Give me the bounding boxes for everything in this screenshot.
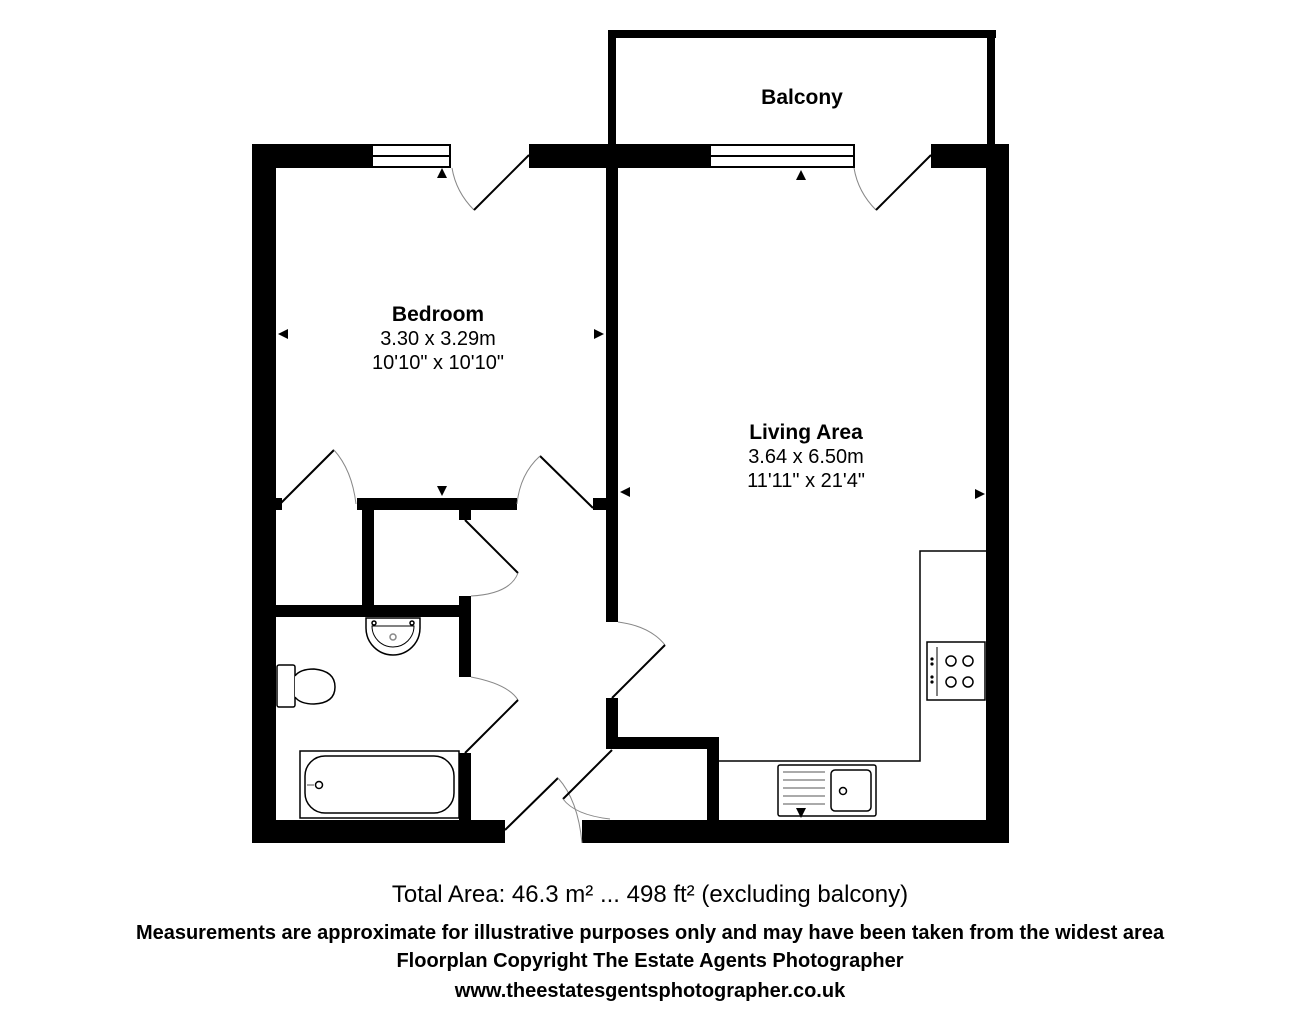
room-dimension-imperial: 10'10" x 10'10" (372, 352, 504, 375)
door-icon (611, 621, 666, 699)
kitchen-sink-icon (777, 764, 877, 818)
room-label-balcony: Balcony (761, 85, 843, 110)
room-label-living-area: Living Area 3.64 x 6.50m 11'11" x 21'4" (747, 420, 865, 493)
room-label-bedroom: Bedroom 3.30 x 3.29m 10'10" x 10'10" (372, 302, 504, 375)
balcony-outline (608, 30, 996, 146)
room-name: Balcony (761, 86, 843, 109)
copyright: Floorplan Copyright The Estate Agents Ph… (396, 950, 904, 972)
total-area: Total Area: 46.3 m² ... 498 ft² (excludi… (391, 881, 909, 908)
hob-icon (926, 641, 986, 701)
bath-icon (299, 750, 460, 819)
window-icon (709, 144, 855, 180)
disclaimer: Measurements are approximate for illustr… (135, 922, 1165, 944)
floorplan (252, 30, 1009, 844)
door-icon (279, 449, 357, 505)
toilet-icon (276, 664, 336, 708)
door-icon (451, 154, 530, 211)
room-dimension-imperial: 11'11" x 21'4" (747, 470, 865, 493)
kitchen-counter (719, 550, 986, 762)
sink-icon (365, 617, 421, 656)
door-icon (516, 455, 594, 509)
door-icon (464, 519, 519, 597)
website: www.theestatesgentsphotographer.co.uk (454, 980, 846, 1002)
door-icon (853, 154, 932, 211)
door-icon (464, 676, 519, 754)
outer-walls (252, 144, 1009, 843)
measurement-arrows (278, 329, 985, 499)
room-dimension-metric: 3.30 x 3.29m (380, 328, 496, 351)
room-name: Living Area (749, 421, 863, 444)
entrance-door-icon (504, 749, 613, 844)
interior-walls (276, 144, 719, 827)
room-dimension-metric: 3.64 x 6.50m (748, 446, 864, 469)
window-icon (371, 144, 451, 178)
room-name: Bedroom (391, 303, 485, 326)
